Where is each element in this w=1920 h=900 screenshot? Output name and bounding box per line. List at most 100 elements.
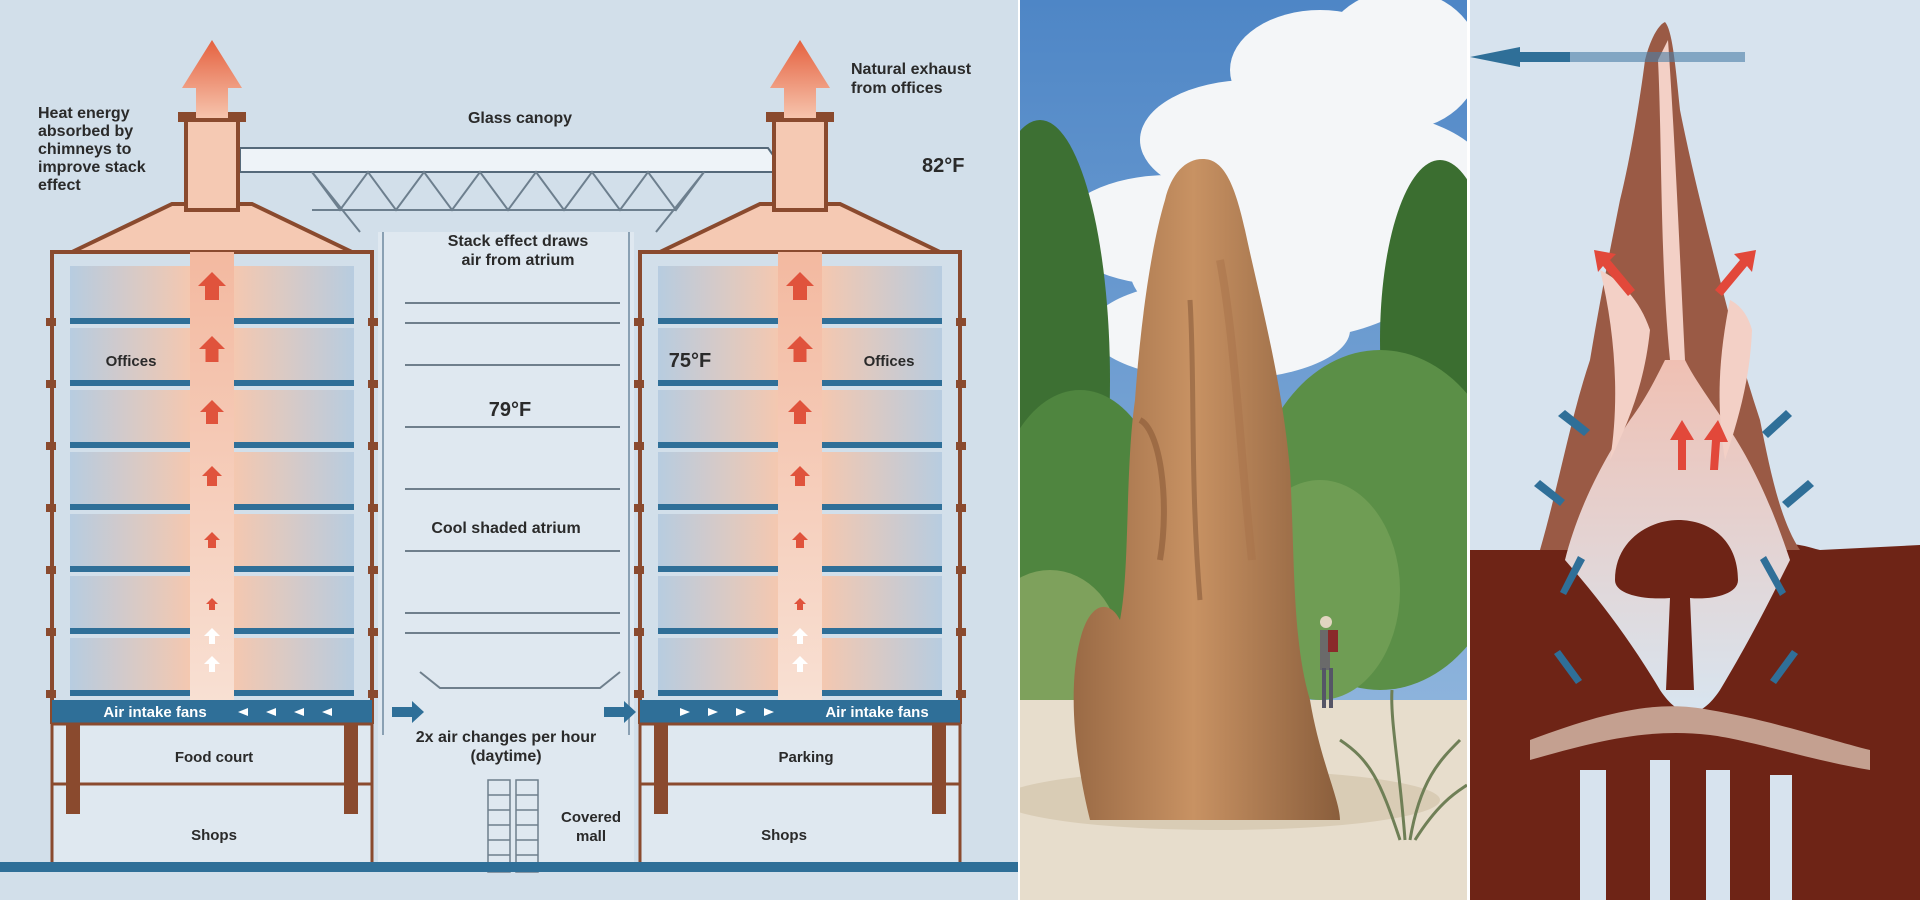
office-floor (822, 514, 942, 566)
air-changes-label: 2x air changes per hour (416, 729, 597, 746)
slab-end (46, 318, 56, 326)
slab-end (368, 566, 378, 574)
slab-end (956, 690, 966, 698)
cool-air-arrow (204, 656, 220, 672)
warm-air-arrow (204, 532, 220, 548)
office-floor (822, 328, 942, 380)
hiker (1320, 616, 1338, 708)
svg-text:effect: effect (38, 177, 81, 194)
covered-mall-label: Covered (561, 809, 621, 826)
termite-mound (1073, 159, 1340, 820)
cool-air-arrow (792, 656, 808, 672)
offices-left-label: Offices (106, 353, 157, 370)
central-chimney (1658, 40, 1685, 360)
slab-end (634, 318, 644, 326)
office-floor (822, 266, 942, 318)
office-floor (658, 266, 778, 318)
air-changes-label: (daytime) (470, 748, 541, 765)
nest (1615, 520, 1738, 690)
warm-air-arrow (206, 598, 218, 610)
heat-energy-label: effect (38, 177, 81, 194)
office-floor (70, 576, 190, 628)
office-floor (70, 328, 190, 380)
office-floor (658, 452, 778, 504)
office-towers (46, 40, 966, 866)
termite-mound-ventilation-diagram (1470, 0, 1920, 900)
intake-arrow (266, 708, 276, 716)
intake-arrow (736, 708, 746, 716)
intake-arrow (294, 708, 304, 716)
slab-end (46, 504, 56, 512)
chimney (772, 116, 828, 212)
cool-air-arrow (792, 628, 808, 644)
office-floor (70, 514, 190, 566)
exhaust-arrow (770, 40, 830, 118)
slab-end (46, 690, 56, 698)
warm-air-arrow (202, 466, 222, 486)
office-floor (658, 638, 778, 690)
parking-label: Parking (778, 749, 833, 766)
slab-end (368, 318, 378, 326)
column (654, 724, 668, 814)
office-floor (70, 638, 190, 690)
svg-text:improve stack: improve stack (38, 159, 146, 176)
office-floor (234, 514, 354, 566)
cellar (1530, 706, 1870, 770)
atrium-intake-arrows (392, 701, 636, 723)
cool-air-arrow (204, 628, 220, 644)
intake-arrow (238, 708, 248, 716)
office-floor (658, 514, 778, 566)
warm-air-arrow (200, 400, 224, 424)
intake-arrow (708, 708, 718, 716)
ground-line (0, 862, 1018, 872)
office-floor (822, 452, 942, 504)
palm-fronds (1339, 689, 1467, 841)
slab-end (956, 628, 966, 636)
warm-air-arrow (787, 336, 813, 362)
svg-text:chimneys to: chimneys to (38, 141, 132, 158)
intake-arrow (322, 708, 332, 716)
slab-end (956, 566, 966, 574)
warm-air-arrow (794, 598, 806, 610)
intake-arrow (680, 708, 690, 716)
office-floor (70, 390, 190, 442)
slab-end (634, 628, 644, 636)
column (344, 724, 358, 814)
atrium-temperature-label: 79°F (489, 399, 531, 421)
slab-end (368, 690, 378, 698)
termite-mound-photo (1020, 0, 1467, 900)
column (66, 724, 80, 814)
podium (638, 722, 962, 866)
atrium (378, 232, 634, 873)
column (932, 724, 946, 814)
food-court-label: Food court (175, 749, 253, 766)
slab-end (46, 628, 56, 636)
slab-end (46, 442, 56, 450)
office-floor (70, 266, 190, 318)
slab-end (956, 442, 966, 450)
slab-end (368, 442, 378, 450)
office-floor (234, 266, 354, 318)
air-intake-fans-bar (52, 700, 372, 724)
heat-energy-label: absorbed by (38, 123, 133, 140)
warm-air-arrow (198, 272, 226, 300)
slab-end (634, 566, 644, 574)
stack-effect-label: air from atrium (462, 252, 575, 269)
outside-temperature-label: 82°F (922, 155, 964, 177)
slab-end (46, 566, 56, 574)
office-floor (822, 576, 942, 628)
slab-end (634, 504, 644, 512)
svg-text:Heat energy: Heat energy (38, 105, 130, 122)
office-floor (658, 328, 778, 380)
warm-air-arrows (1594, 250, 1756, 470)
warm-air-arrow (792, 532, 808, 548)
office-floor (70, 452, 190, 504)
slab-end (368, 380, 378, 388)
chimney (184, 116, 240, 212)
office-floor (822, 638, 942, 690)
warm-air-arrow (199, 336, 225, 362)
air-intake-fans-right-label: Air intake fans (825, 704, 928, 721)
office-temperature-label: 75°F (669, 350, 711, 372)
